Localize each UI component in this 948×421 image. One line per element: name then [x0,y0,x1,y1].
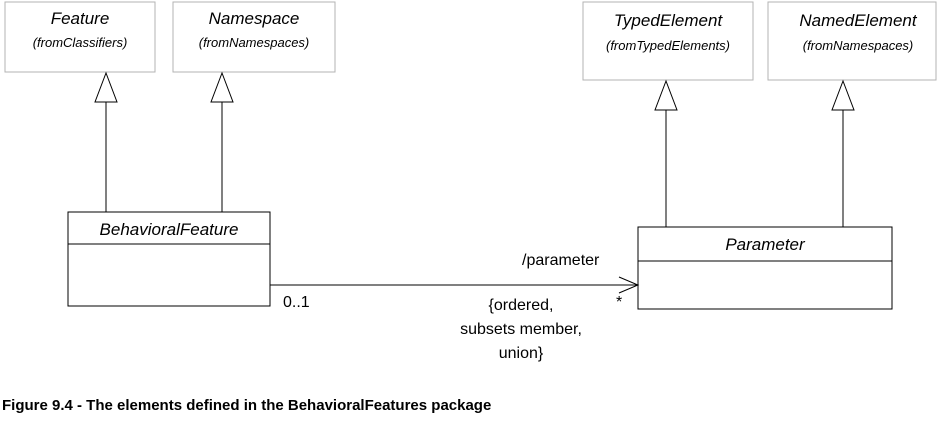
class-diagram: Feature (fromClassifiers) Namespace (fro… [4,1,937,362]
stub-typed-element: TypedElement (fromTypedElements) [582,1,754,81]
class-parameter-name: Parameter [725,235,806,254]
association-constraint-line-3: union} [499,345,544,362]
source-multiplicity: 0..1 [283,294,310,311]
target-multiplicity: * [616,294,622,311]
generalization-to-namespace [210,71,234,212]
stub-named-element-from: (fromNamespaces) [803,38,914,53]
figure-caption: Figure 9.4 - The elements defined in the… [2,397,492,414]
stub-feature-from: (fromClassifiers) [33,35,128,50]
stub-named-element-name: NamedElement [799,11,917,30]
generalization-to-feature [94,71,118,212]
generalization-to-named-element [831,79,855,227]
stub-namespace: Namespace (fromNamespaces) [172,1,336,73]
association-parameter [270,276,640,294]
association-constraint-line-2: subsets member, [460,321,582,338]
generalization-to-typed-element [654,79,678,227]
stub-typed-element-from: (fromTypedElements) [606,38,730,53]
navigability-arrow [618,276,640,294]
class-behavioral-feature-name: BehavioralFeature [100,220,239,239]
stub-namespace-from: (fromNamespaces) [199,35,310,50]
stub-typed-element-name: TypedElement [614,11,724,30]
association-role: /parameter [522,252,600,269]
stub-namespace-name: Namespace [209,9,300,28]
stub-named-element: NamedElement (fromNamespaces) [767,1,937,81]
stub-feature: Feature (fromClassifiers) [4,1,156,73]
stub-feature-name: Feature [51,9,110,28]
class-behavioral-feature: BehavioralFeature [67,211,271,307]
association-constraint-line-1: {ordered, [489,297,554,314]
class-parameter: Parameter [637,226,893,310]
